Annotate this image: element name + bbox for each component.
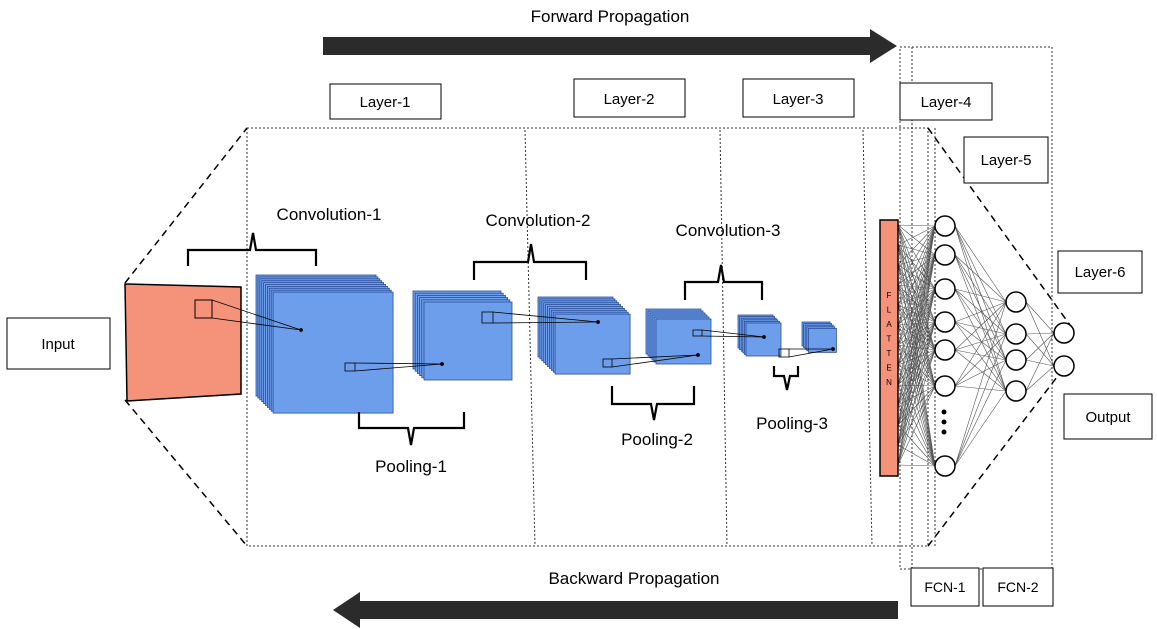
layer-1-label: Layer-1 bbox=[360, 94, 411, 111]
fcn-1-label: FCN-1 bbox=[924, 579, 965, 595]
feature-map bbox=[423, 301, 513, 381]
fcn-2-label: FCN-2 bbox=[997, 579, 1038, 595]
neuron bbox=[934, 215, 956, 237]
flatten-letter: L bbox=[887, 306, 892, 315]
convolution-1-label: Convolution-1 bbox=[277, 205, 382, 224]
perspective-lines bbox=[124, 127, 1071, 547]
neuron bbox=[934, 278, 956, 300]
divider-3 bbox=[862, 129, 873, 547]
perspective-top-right bbox=[927, 127, 1071, 326]
neuron bbox=[1005, 380, 1027, 402]
conv-1-maps bbox=[255, 274, 394, 414]
backward-arrow bbox=[333, 592, 898, 628]
input-label: Input bbox=[41, 336, 75, 353]
flatten-letter: T bbox=[887, 349, 892, 358]
convolution-3-label: Convolution-3 bbox=[676, 221, 781, 240]
pooling-3-brace bbox=[772, 366, 800, 391]
neuron bbox=[934, 244, 956, 266]
layer-labels: Layer-1 Layer-2 Layer-3 Layer-4 Layer-5 … bbox=[329, 78, 1143, 294]
feature-map bbox=[554, 313, 631, 375]
pooling-1-label: Pooling-1 bbox=[375, 457, 447, 476]
receptive-field-lines bbox=[211, 299, 835, 372]
flatten-letter: A bbox=[886, 320, 892, 329]
perspective-bottom-right bbox=[927, 359, 1071, 547]
convolution-1-brace bbox=[186, 232, 318, 266]
output-neuron bbox=[1053, 322, 1075, 344]
neuron bbox=[934, 339, 956, 361]
layer-2-label: Layer-2 bbox=[604, 91, 655, 108]
pool-2-maps bbox=[645, 308, 712, 365]
input-box: Input bbox=[6, 317, 111, 370]
layer-5-label: Layer-5 bbox=[981, 152, 1032, 169]
feature-map bbox=[272, 291, 394, 414]
neuron bbox=[934, 455, 956, 477]
output-neuron bbox=[1053, 355, 1075, 377]
conv-2-maps bbox=[537, 296, 631, 375]
convolution-2-brace bbox=[472, 243, 588, 280]
fcn-connections bbox=[897, 224, 1055, 467]
flatten-bar bbox=[879, 219, 899, 477]
neuron bbox=[1005, 349, 1027, 371]
forward-propagation: Forward Propagation bbox=[323, 7, 897, 63]
feature-map bbox=[745, 322, 782, 357]
backward-propagation: Backward Propagation bbox=[333, 569, 898, 628]
forward-arrow bbox=[323, 29, 897, 63]
layer-6-label: Layer-6 bbox=[1075, 264, 1126, 281]
pooling-2-brace bbox=[610, 386, 696, 421]
output-box: Output bbox=[1063, 393, 1153, 440]
perspective-top-left bbox=[124, 127, 248, 284]
flatten-letter: N bbox=[886, 378, 892, 387]
neuron bbox=[934, 311, 956, 333]
pool-3-maps bbox=[801, 321, 837, 353]
pooling-3-label: Pooling-3 bbox=[756, 414, 828, 433]
operation-labels: Convolution-1 Convolution-2 Convolution-… bbox=[186, 205, 828, 476]
fcn-neurons bbox=[934, 215, 1075, 477]
perspective-bottom-left bbox=[124, 399, 248, 547]
ellipsis-dots bbox=[941, 409, 947, 435]
pooling-2-label: Pooling-2 bbox=[621, 430, 693, 449]
pool-1-maps bbox=[412, 290, 513, 381]
input-image bbox=[124, 283, 242, 402]
convolution-3-brace bbox=[683, 264, 764, 300]
pooling-1-brace bbox=[357, 412, 466, 446]
divider-1 bbox=[524, 129, 536, 547]
conv-3-maps bbox=[737, 314, 782, 357]
neuron bbox=[934, 375, 956, 397]
feature-map-stacks bbox=[255, 274, 837, 414]
flatten-letter: F bbox=[887, 291, 892, 300]
convolution-2-label: Convolution-2 bbox=[486, 211, 591, 230]
flatten-letter: T bbox=[887, 335, 892, 344]
divider-2 bbox=[719, 129, 728, 547]
forward-propagation-label: Forward Propagation bbox=[531, 7, 690, 26]
neuron bbox=[1005, 323, 1027, 345]
backward-propagation-label: Backward Propagation bbox=[548, 569, 719, 588]
output-label: Output bbox=[1085, 409, 1131, 426]
flatten-letter: E bbox=[886, 364, 891, 373]
neuron bbox=[1005, 291, 1027, 313]
layer-4-label: Layer-4 bbox=[921, 94, 972, 111]
fcn-labels: FCN-1 FCN-2 bbox=[910, 567, 1054, 607]
layer-3-label: Layer-3 bbox=[773, 91, 824, 108]
